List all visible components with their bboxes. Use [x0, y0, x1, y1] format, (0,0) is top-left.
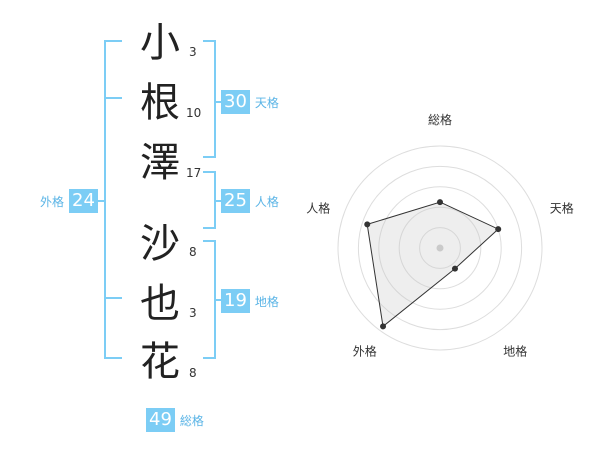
radar-axis-label-3: 地格	[503, 344, 527, 359]
soukaku-label: 総格	[179, 413, 204, 428]
radar-grid-ring-1	[419, 227, 461, 269]
radar-point-3	[451, 265, 458, 272]
stroke-count-3: 17	[186, 166, 202, 180]
tenkaku-label: 天格	[254, 95, 279, 110]
radar-data-polygon	[366, 201, 500, 328]
radar-grid-ring-3	[378, 186, 502, 310]
stroke-count-5: 3	[189, 306, 197, 320]
radar-point-5	[364, 221, 371, 228]
radar-point-2	[495, 226, 502, 233]
radar-axis-label-4: 外格	[353, 344, 377, 359]
stroke-count-4: 8	[189, 245, 197, 259]
gaikaku-label: 外格	[40, 194, 65, 209]
name-char-4: 沙	[140, 221, 180, 267]
gaikaku-bracket	[104, 40, 122, 359]
radar-axis-label-1: 総格	[428, 112, 452, 127]
jinkaku: 25 人格	[221, 189, 279, 213]
stroke-count-6: 8	[189, 366, 197, 380]
name-char-3: 澤	[140, 140, 180, 186]
gaikaku-value: 24	[69, 189, 98, 213]
gaikaku: 外格 24	[40, 189, 98, 213]
stroke-count-2: 10	[186, 106, 202, 120]
jinkaku-value: 25	[221, 189, 250, 213]
name-char-2: 根	[140, 80, 180, 126]
tenkaku-bracket	[203, 40, 216, 158]
radar-grid-ring-5	[337, 145, 543, 351]
radar-grid-ring-2	[398, 206, 482, 290]
jinkaku-label: 人格	[254, 194, 279, 209]
tenkaku-value: 30	[221, 90, 250, 114]
radar-axis-label-2: 天格	[550, 200, 574, 215]
name-char-5: 也	[140, 281, 180, 327]
radar-point-4	[380, 323, 387, 330]
name-char-6: 花	[140, 339, 180, 385]
soukaku: 49 総格	[146, 408, 204, 432]
radar-point-1	[437, 199, 443, 206]
chikaku-value: 19	[221, 289, 250, 313]
stroke-count-1: 3	[189, 45, 197, 59]
name-char-1: 小	[140, 20, 180, 66]
soukaku-value: 49	[146, 408, 175, 432]
chikaku: 19 地格	[221, 289, 279, 313]
chikaku-label: 地格	[254, 294, 279, 309]
radar-axis-label-5: 人格	[306, 200, 330, 215]
tenkaku: 30 天格	[221, 90, 279, 114]
radar-center-dot	[436, 244, 444, 252]
radar-grid-ring-4	[357, 165, 523, 331]
